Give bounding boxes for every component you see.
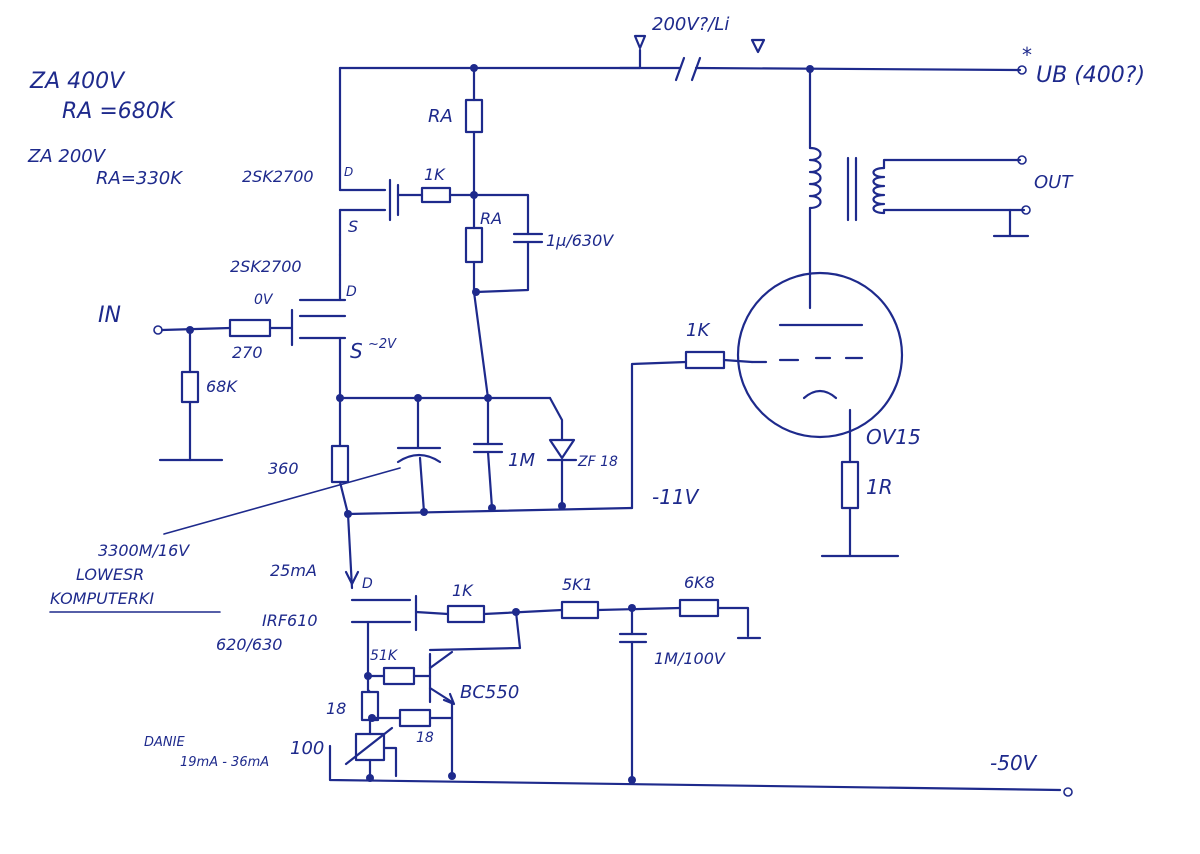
supply-note: 200V?/Li	[652, 14, 729, 35]
range-label: 19mA - 36mA	[180, 755, 269, 770]
ub-label: UB (400?)	[1036, 63, 1145, 88]
i25ma-label: 25mA	[270, 561, 317, 580]
output-transformer	[846, 155, 1031, 238]
note-za200: ZA 200V	[27, 146, 107, 167]
cap-1u630-label: 1μ/630V	[546, 231, 614, 250]
r360-label: 360	[268, 459, 299, 478]
current-sink	[328, 512, 1073, 797]
r6k8-label: 6K8	[684, 573, 715, 592]
zener-label: ZF 18	[577, 454, 618, 470]
cap-3300-line1: 3300M/16V	[98, 541, 190, 560]
choke	[808, 67, 822, 310]
q2-s: S	[350, 339, 363, 363]
q3-part1: IRF610	[262, 611, 318, 630]
cap-1u100-label: 1M/100V	[654, 649, 726, 668]
r270-label: 270	[232, 343, 263, 362]
ra-mid-label: RA	[480, 209, 502, 228]
bc550-label: BC550	[460, 682, 519, 703]
r1k-q3-label: 1K	[452, 581, 474, 600]
input-network	[153, 318, 294, 462]
ra-top-label: RA	[428, 106, 453, 127]
q2-part: 2SK2700	[230, 257, 302, 276]
note-za400: ZA 400V	[29, 69, 126, 94]
tube-ov15	[684, 271, 904, 558]
r51k-label: 51K	[370, 648, 399, 664]
q1-s: S	[348, 217, 358, 236]
gate-resistor-1k	[396, 186, 476, 204]
danie-label: DANIE	[144, 735, 185, 750]
in-label: IN	[98, 303, 121, 328]
cap-note-pointer	[163, 467, 401, 535]
q2-d: D	[346, 284, 357, 300]
minus-50v-label: -50V	[990, 751, 1038, 775]
cap-1u630	[472, 193, 544, 294]
r1k-grid-label: 1K	[686, 320, 710, 341]
note-ra680: RA =680K	[62, 99, 176, 124]
out-label: OUT	[1034, 172, 1074, 193]
r18a-label: 18	[326, 699, 346, 718]
cap-1m-label: 1M	[508, 450, 535, 471]
minus-11v-label: -11V	[652, 485, 700, 509]
q3-d: D	[362, 576, 373, 592]
gate-1k-label: 1K	[424, 165, 446, 184]
q2-lower-fet	[290, 253, 347, 400]
cap-3300-line2: LOWESR	[76, 565, 144, 584]
r100-label: 100	[290, 738, 324, 759]
q1-upper-fet	[338, 66, 400, 257]
q2-0v: 0V	[254, 292, 274, 308]
note-ra330: RA=330K	[96, 168, 183, 189]
ra-top-resistor	[464, 66, 484, 199]
cap-3300-line3: KOMPUTERKI	[50, 589, 154, 608]
top-rail	[338, 34, 1027, 82]
r1r-label: 1R	[866, 475, 893, 499]
r5k1-label: 5K1	[562, 575, 593, 594]
q1-d: D	[344, 165, 353, 179]
tube-label: OV15	[866, 425, 921, 449]
q2-s-volt: ~2V	[368, 337, 397, 352]
bias-network	[330, 290, 688, 518]
q1-part: 2SK2700	[242, 167, 314, 186]
r18b-label: 18	[416, 730, 434, 746]
ub-star: *	[1022, 43, 1032, 67]
r68k-label: 68K	[206, 377, 238, 396]
q3-part2: 620/630	[216, 635, 282, 654]
